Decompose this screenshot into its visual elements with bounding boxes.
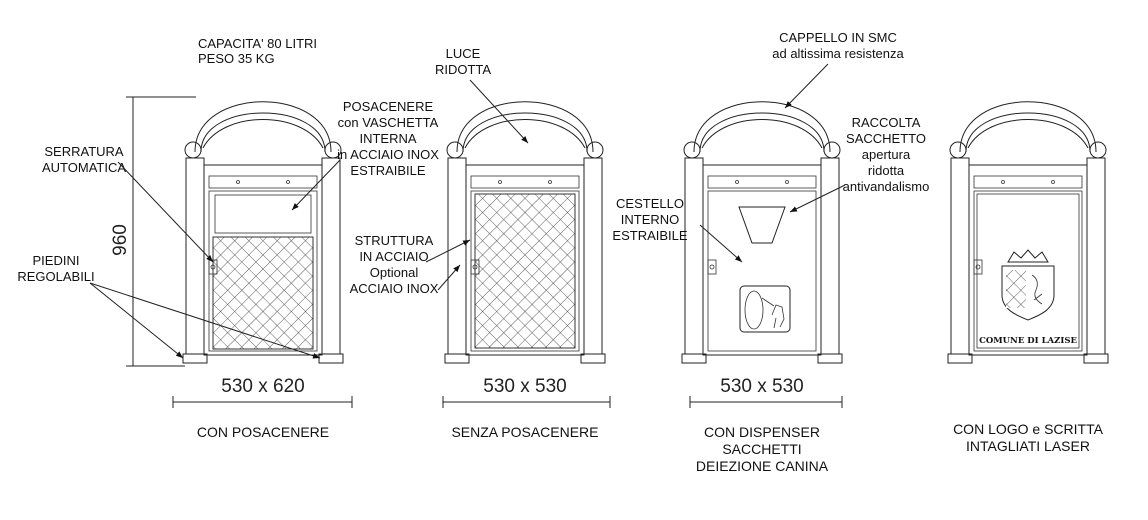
svg-text:ESTRAIBILE: ESTRAIBILE <box>350 163 425 178</box>
callout-piedini: PIEDINI REGOLABILI <box>17 253 321 359</box>
svg-text:in ACCIAIO INOX: in ACCIAIO INOX <box>337 147 439 162</box>
logo-text: COMUNE DI LAZISE <box>979 336 1077 346</box>
svg-text:DEIEZIONE CANINA: DEIEZIONE CANINA <box>696 458 829 474</box>
svg-text:INTERNA: INTERNA <box>359 131 416 146</box>
svg-text:ACCIAIO INOX: ACCIAIO INOX <box>350 281 439 296</box>
weight-label: PESO 35 KG <box>198 51 275 66</box>
caption-bin-2: SENZA POSACENERE <box>451 424 598 440</box>
svg-text:530 x 530: 530 x 530 <box>483 376 566 397</box>
callout-struttura: STRUTTURA IN ACCIAIO Optional ACCIAIO IN… <box>350 233 471 296</box>
svg-text:PIEDINI: PIEDINI <box>33 253 80 268</box>
svg-text:SACCHETTO: SACCHETTO <box>846 131 926 146</box>
svg-text:ESTRAIBILE: ESTRAIBILE <box>612 228 687 243</box>
svg-text:con VASCHETTA: con VASCHETTA <box>338 115 439 130</box>
caption-bin-1: CON POSACENERE <box>197 424 329 440</box>
svg-text:530 x 620: 530 x 620 <box>221 376 304 397</box>
callout-cappello: CAPPELLO IN SMC ad altissima resistenza <box>772 30 905 109</box>
svg-text:CON DISPENSER: CON DISPENSER <box>704 424 820 440</box>
callout-posacenere: POSACENERE con VASCHETTA INTERNA in ACCI… <box>291 99 439 211</box>
svg-text:SACCHETTI: SACCHETTI <box>722 441 801 457</box>
bin-with-bag-dispenser <box>681 101 843 364</box>
svg-text:LUCE: LUCE <box>446 46 481 61</box>
callout-cestello: CESTELLO INTERNO ESTRAIBILE <box>612 196 743 263</box>
svg-text:STRUTTURA: STRUTTURA <box>355 233 434 248</box>
svg-text:CAPPELLO IN SMC: CAPPELLO IN SMC <box>779 30 897 45</box>
caption-bin-4: CON LOGO e SCRITTA INTAGLIATI LASER <box>953 421 1104 454</box>
callout-luce-ridotta: LUCE RIDOTTA <box>435 46 529 144</box>
svg-text:RIDOTTA: RIDOTTA <box>435 62 491 77</box>
svg-text:REGOLABILI: REGOLABILI <box>17 269 94 284</box>
bin-with-logo: COMUNE DI LAZISE <box>947 101 1109 364</box>
width-dimension-1: 530 x 620 <box>172 376 353 408</box>
height-dimension: 960 <box>110 96 196 367</box>
svg-text:IN ACCIAIO: IN ACCIAIO <box>359 249 428 264</box>
svg-text:RACCOLTA: RACCOLTA <box>852 115 921 130</box>
svg-text:Optional: Optional <box>370 265 419 280</box>
svg-text:CON LOGO e SCRITTA: CON LOGO e SCRITTA <box>953 421 1104 437</box>
svg-text:ad altissima resistenza: ad altissima resistenza <box>772 46 904 61</box>
callout-serratura: SERRATURA AUTOMATICA <box>42 144 214 263</box>
svg-text:960: 960 <box>110 224 131 256</box>
svg-text:ridotta: ridotta <box>868 163 905 178</box>
width-dimension-2: 530 x 530 <box>442 376 611 408</box>
svg-text:AUTOMATICA: AUTOMATICA <box>42 160 126 175</box>
svg-text:POSACENERE: POSACENERE <box>343 99 434 114</box>
svg-text:INTAGLIATI LASER: INTAGLIATI LASER <box>966 438 1090 454</box>
caption-bin-3: CON DISPENSER SACCHETTI DEIEZIONE CANINA <box>696 424 829 474</box>
svg-text:530 x 530: 530 x 530 <box>720 376 803 397</box>
svg-text:apertura: apertura <box>862 147 911 162</box>
svg-text:CESTELLO: CESTELLO <box>616 196 684 211</box>
svg-text:INTERNO: INTERNO <box>621 212 680 227</box>
callout-raccolta: RACCOLTA SACCHETTO apertura ridotta anti… <box>789 115 930 213</box>
coat-of-arms-logo <box>1001 249 1055 321</box>
width-dimension-3: 530 x 530 <box>689 376 843 408</box>
svg-text:antivandalismo: antivandalismo <box>843 179 930 194</box>
capacity-label: CAPACITA' 80 LITRI <box>198 36 317 51</box>
svg-text:SERRATURA: SERRATURA <box>44 144 124 159</box>
bin-without-ashtray <box>444 101 606 364</box>
bin-with-ashtray <box>182 101 344 364</box>
